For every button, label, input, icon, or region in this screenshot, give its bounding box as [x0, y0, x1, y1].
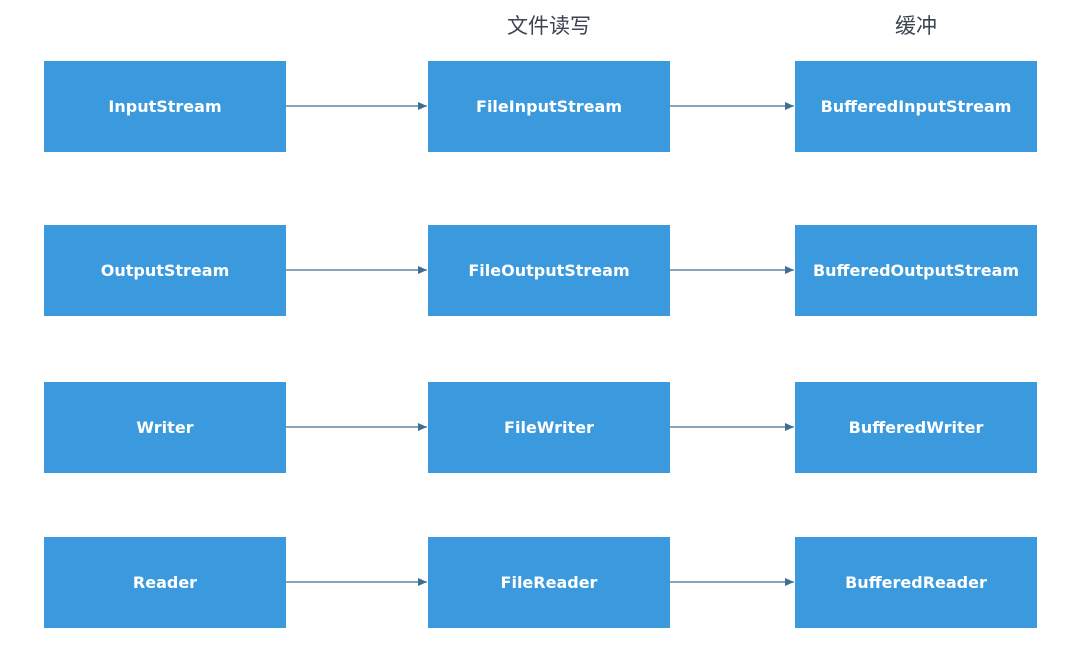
- node-writer: Writer: [44, 382, 286, 473]
- node-label: FileInputStream: [476, 97, 622, 116]
- node-bufferedwriter: BufferedWriter: [795, 382, 1037, 473]
- node-label: Writer: [136, 418, 194, 437]
- column-header-buffer: 缓冲: [895, 14, 937, 38]
- node-filewriter: FileWriter: [428, 382, 670, 473]
- node-label: FileOutputStream: [468, 261, 630, 280]
- node-label: BufferedInputStream: [820, 97, 1012, 116]
- node-fileinputstream: FileInputStream: [428, 61, 670, 152]
- node-label: OutputStream: [100, 261, 230, 280]
- node-fileoutputstream: FileOutputStream: [428, 225, 670, 316]
- node-bufferedinputstream: BufferedInputStream: [795, 61, 1037, 152]
- column-header-file-io: 文件读写: [507, 14, 591, 38]
- node-label: Reader: [132, 573, 198, 592]
- node-outputstream: OutputStream: [44, 225, 286, 316]
- node-label: FileWriter: [504, 418, 594, 437]
- node-bufferedoutputstream: BufferedOutputStream: [795, 225, 1037, 316]
- node-label: InputStream: [108, 97, 222, 116]
- node-inputstream: InputStream: [44, 61, 286, 152]
- node-label: FileReader: [500, 573, 598, 592]
- node-label: BufferedOutputStream: [812, 261, 1020, 280]
- node-filereader: FileReader: [428, 537, 670, 628]
- node-reader: Reader: [44, 537, 286, 628]
- node-bufferedreader: BufferedReader: [795, 537, 1037, 628]
- node-label: BufferedWriter: [848, 418, 984, 437]
- node-label: BufferedReader: [845, 573, 987, 592]
